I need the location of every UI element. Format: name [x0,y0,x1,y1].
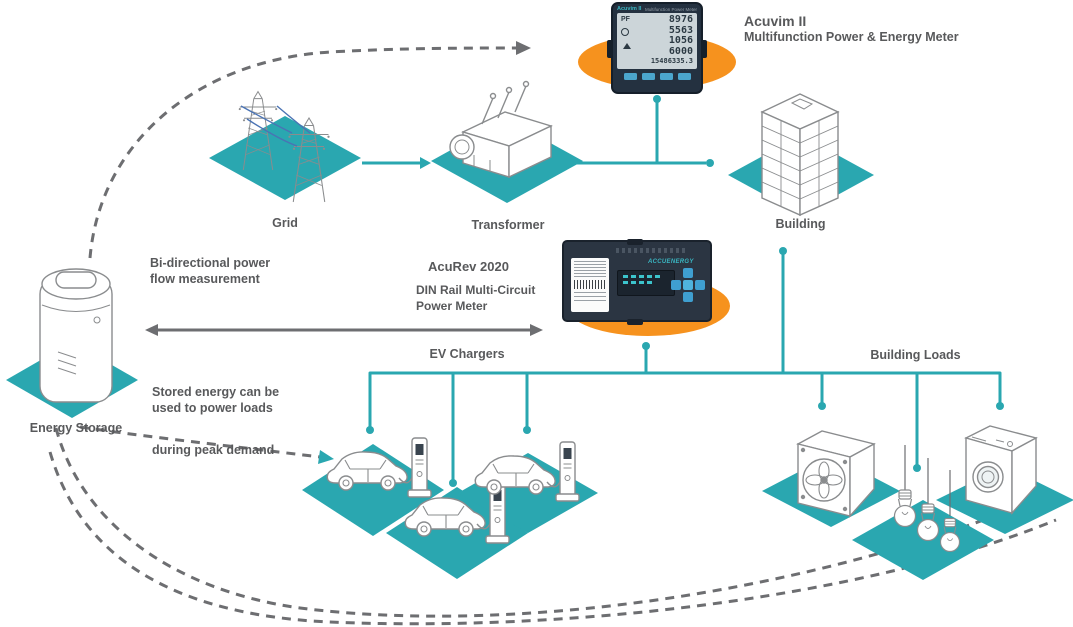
washing-machine-icon [964,425,1038,515]
meter-button[interactable] [641,73,655,80]
enter-key[interactable] [683,280,693,290]
ev-chargers-label: EV Chargers [429,347,505,361]
lighting-diamond [852,500,994,580]
gauge-icon [621,28,629,36]
meter-face-brand: Acuvim II [617,6,642,12]
navigation-keys [671,268,705,302]
hvac-fan-icon [796,430,876,518]
down-key[interactable] [683,292,693,302]
din-clip [627,319,643,325]
din-clip [627,239,643,245]
lcd-row-2: 5563 [668,24,693,36]
transformer-icon [449,80,553,179]
pf-label: PF [621,16,630,23]
connector-endpoints [366,95,1004,487]
grid-label: Grid [272,216,298,230]
left-key[interactable] [671,280,681,290]
energy-storage-icon [39,268,113,403]
left-note: Bi-directional power flow measurement [150,255,320,287]
lcd-row-4: 6000 [668,45,693,57]
left-note-line2: flow measurement [150,272,260,286]
vent-slots [616,248,688,253]
meter-lcd-screen: PF 8976 5563 1056 6000 15486335.3 [617,13,697,69]
transformer-label: Transformer [471,218,545,232]
bottom-note-line2: used to power loads [152,401,273,415]
din-lcd-screen [617,270,675,296]
storage-meter-double-arrow [145,324,543,336]
lcd-row-1: 8976 [668,14,693,25]
din-rail-meter: ACCUENERGY [562,239,712,325]
meter-button[interactable] [659,73,673,80]
meter-mount-clip [701,40,707,58]
bottom-note-line3: during peak demand [152,443,275,457]
meter-buttons [613,73,701,80]
left-note-line1: Bi-directional power [150,256,271,270]
building-icon [760,93,840,217]
mid-meter-title: AcuRev 2020 [428,259,509,274]
bottom-note: Stored energy can be used to power loads… [152,384,327,458]
meter-face-note: Multifunction Power Meter [644,6,697,12]
building-loads-label: Building Loads [870,348,961,362]
lcd-row-3: 1056 [668,35,693,46]
panel-power-meter: Acuvim II Multifunction Power Meter PF 8… [607,2,707,94]
meter-mount-clip [607,40,613,58]
product-label [571,258,609,312]
top-meter-title: Acuvim II [744,13,807,29]
storage-to-meter-dashed-arrow [88,41,531,259]
building-label: Building [775,217,826,231]
bottom-note-line1: Stored energy can be [152,385,280,399]
lcd-energy-total: 15486335.3 [650,57,693,65]
mid-meter-subtitle-1: DIN Rail Multi-Circuit [416,283,536,297]
up-key[interactable] [683,268,693,278]
top-meter-subtitle: Multifunction Power & Energy Meter [744,30,959,44]
meter-button[interactable] [677,73,691,80]
grid-diamond [209,116,361,200]
light-bulbs-icon [893,445,960,552]
phase-triangle-icon [623,43,631,49]
grid-icon [238,91,331,203]
mid-meter-subtitle-2: Power Meter [416,299,488,313]
right-key[interactable] [695,280,705,290]
accuenergy-logo: ACCUENERGY [648,259,694,265]
power-connectors [362,99,1002,481]
energy-storage-label: Energy Storage [29,421,123,435]
meter-button[interactable] [623,73,637,80]
